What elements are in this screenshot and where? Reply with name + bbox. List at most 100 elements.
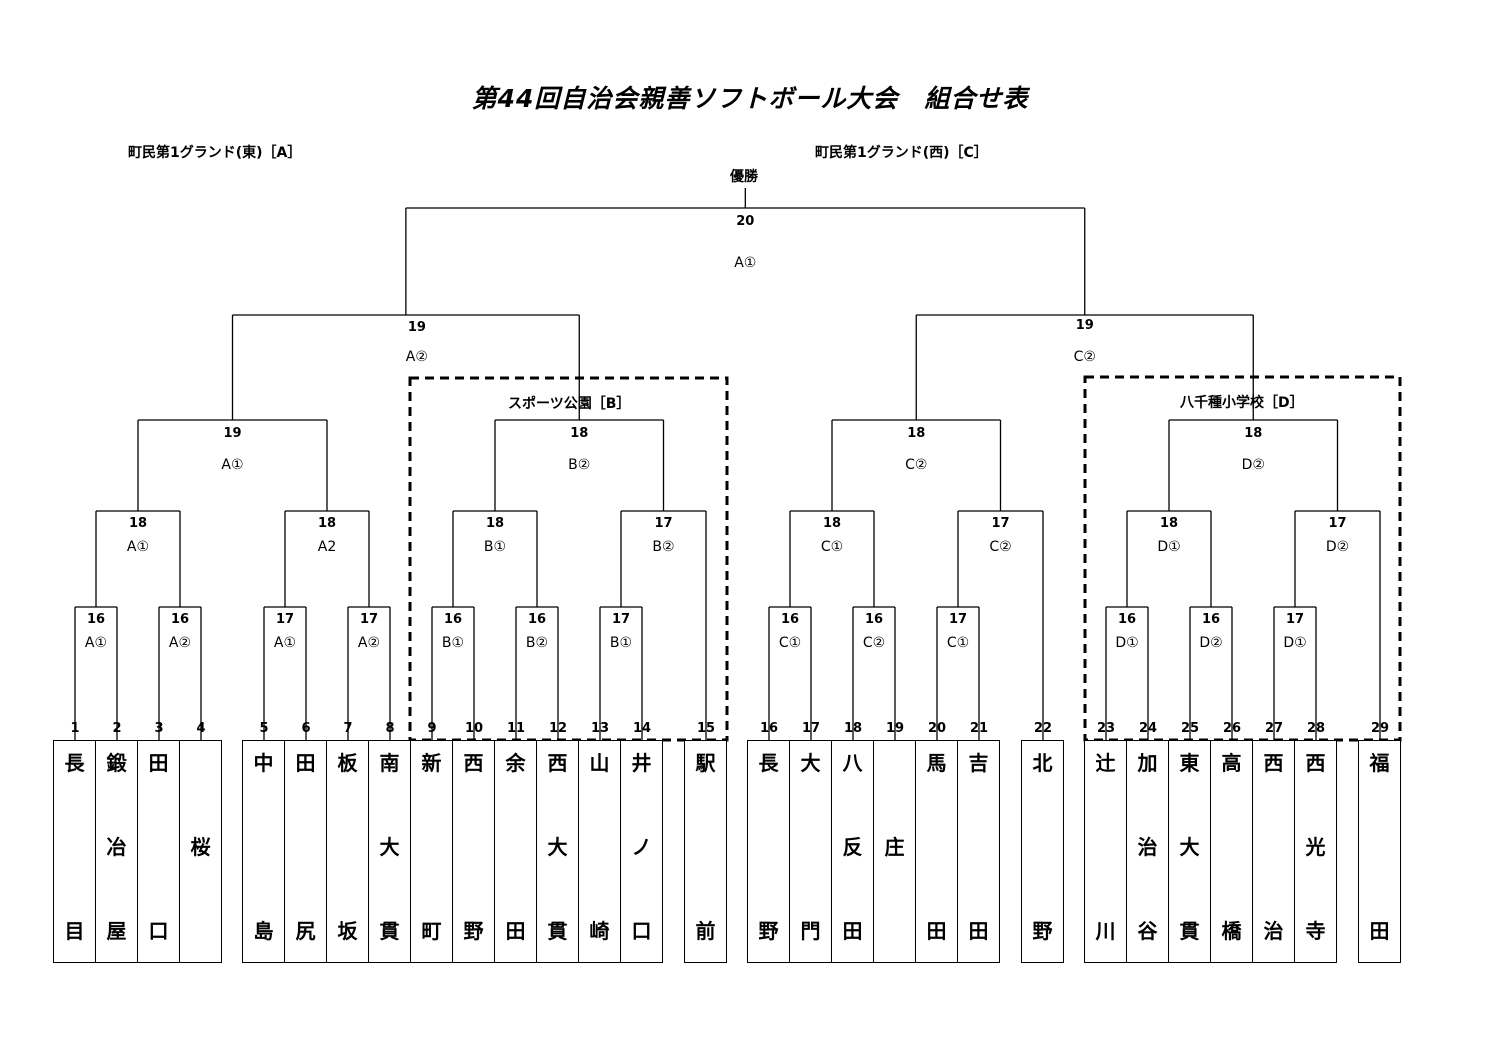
r2-round: 17 — [1328, 516, 1347, 531]
r2-round: 18 — [128, 516, 148, 531]
team-name-char: 西 — [547, 751, 568, 775]
team-name-char: 野 — [758, 919, 779, 943]
team-number: 12 — [548, 721, 568, 736]
r1-round: 17 — [275, 612, 295, 627]
team-name-char: 冶 — [106, 835, 127, 859]
team-name-char: 板 — [337, 751, 358, 775]
team-number: 24 — [1138, 721, 1158, 736]
team-number: 16 — [759, 721, 779, 736]
team-cell: 田尻 — [284, 740, 327, 963]
team-name-char: 口 — [148, 919, 169, 943]
quarter-round: 18 — [1244, 426, 1263, 441]
r1-round: 16 — [170, 612, 190, 627]
team-cell: 山崎 — [578, 740, 621, 963]
r2-court: A① — [126, 539, 150, 555]
r1-court: B① — [609, 635, 633, 651]
team-name-char: 加 — [1137, 751, 1158, 775]
team-number: 18 — [843, 721, 863, 736]
team-number: 29 — [1370, 721, 1390, 736]
r1-court: B② — [525, 635, 549, 651]
team-name-char: 橋 — [1221, 919, 1242, 943]
r1-round: 17 — [1285, 612, 1305, 627]
team-number: 27 — [1264, 721, 1284, 736]
r1-round: 16 — [780, 612, 800, 627]
team-cell: 西大貫 — [536, 740, 579, 963]
team-name-char: 山 — [589, 751, 610, 775]
final-round: 20 — [736, 214, 755, 229]
team-cell: 八反田 — [831, 740, 874, 963]
r1-court: A② — [168, 635, 192, 651]
team-name-char: 八 — [842, 751, 863, 775]
team-name-char: 田 — [295, 751, 316, 775]
team-name-char: 尻 — [295, 919, 316, 943]
team-name-char: 光 — [1305, 835, 1326, 859]
final-court: A① — [734, 255, 757, 271]
r1-court: B① — [441, 635, 465, 651]
quarter-court: C② — [905, 457, 928, 473]
quarter-round: 18 — [570, 426, 589, 441]
team-name-char: 寺 — [1305, 919, 1326, 943]
team-name-char: 貫 — [379, 919, 400, 943]
team-cell: 庄 — [873, 740, 916, 963]
semi-right-court: C② — [1073, 349, 1096, 365]
team-cell: 板坂 — [326, 740, 369, 963]
venue-b-box — [408, 376, 729, 742]
team-name-char: 田 — [842, 919, 863, 943]
team-name-char: 東 — [1179, 751, 1200, 775]
team-number: 15 — [696, 721, 716, 736]
team-cell: 中島 — [242, 740, 285, 963]
venue-d-label: 八千種小学校［D］ — [1180, 395, 1304, 411]
team-cell: 北野 — [1021, 740, 1064, 963]
venue-b-label: スポーツ公園［B］ — [508, 396, 631, 412]
team-name-char: 大 — [547, 835, 568, 859]
team-cell: 大門 — [789, 740, 832, 963]
quarter-round: 19 — [223, 426, 242, 441]
team-name-char: 長 — [758, 751, 779, 775]
team-number: 11 — [506, 721, 526, 736]
team-name-char: 大 — [379, 835, 400, 859]
team-cell: 西光寺 — [1294, 740, 1337, 963]
team-cell: 南大貫 — [368, 740, 411, 963]
r2-round: 17 — [654, 516, 673, 531]
team-name-char: 前 — [695, 919, 716, 943]
team-name-char: 大 — [1179, 835, 1200, 859]
r2-court: C① — [820, 539, 844, 555]
r2-court: A2 — [317, 539, 337, 555]
team-name-char: 北 — [1032, 751, 1053, 775]
r2-court: B① — [483, 539, 507, 555]
team-name-char: 貫 — [547, 919, 568, 943]
team-cell: 福田 — [1358, 740, 1401, 963]
team-number: 28 — [1306, 721, 1326, 736]
team-cell: 西野 — [452, 740, 495, 963]
team-name-char: 町 — [421, 919, 442, 943]
team-name-char: 高 — [1221, 751, 1242, 775]
venue-c-label: 町民第1グランド(西)［C］ — [815, 145, 988, 161]
team-name-char: 井 — [631, 751, 652, 775]
team-name-char: 口 — [631, 919, 652, 943]
team-name-char: 治 — [1137, 835, 1158, 859]
team-name-char: 長 — [64, 751, 85, 775]
team-name-char: 野 — [463, 919, 484, 943]
team-name-char: 島 — [253, 919, 274, 943]
r2-round: 18 — [1159, 516, 1179, 531]
team-number: 26 — [1222, 721, 1242, 736]
team-name-char: 庄 — [884, 835, 905, 859]
r1-round: 16 — [1117, 612, 1137, 627]
team-name-char: 西 — [1263, 751, 1284, 775]
team-cell: 馬田 — [915, 740, 958, 963]
team-number: 6 — [301, 721, 311, 736]
r1-round: 16 — [443, 612, 463, 627]
team-name-char: 辻 — [1095, 751, 1116, 775]
team-number: 19 — [885, 721, 905, 736]
team-number: 8 — [385, 721, 395, 736]
team-number: 9 — [427, 721, 437, 736]
team-number: 4 — [196, 721, 206, 736]
team-name-char: 田 — [148, 751, 169, 775]
team-name-char: 目 — [64, 919, 85, 943]
team-number: 17 — [801, 721, 821, 736]
venue-a-label: 町民第1グランド(東)［A］ — [128, 145, 302, 161]
team-cell: 高橋 — [1210, 740, 1253, 963]
team-cell: 桜 — [179, 740, 222, 963]
team-name-char: 桜 — [190, 835, 211, 859]
r1-court: C② — [862, 635, 886, 651]
